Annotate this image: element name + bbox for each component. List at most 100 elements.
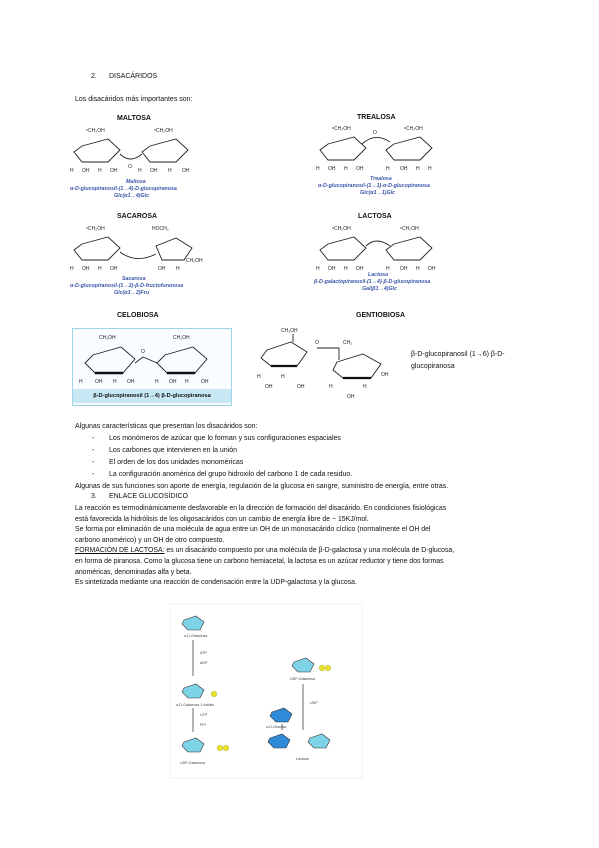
gentiobiosa-caption-b: glucopiranosa bbox=[411, 363, 455, 370]
section-3-title: ENLACE GLUCOSÍDICO bbox=[109, 493, 188, 500]
svg-text:H: H bbox=[155, 379, 159, 385]
svg-text:PPi: PPi bbox=[200, 723, 206, 727]
svg-text:UDP-Galactosa: UDP-Galactosa bbox=[290, 677, 315, 681]
svg-text:OH: OH bbox=[356, 166, 364, 172]
celobiosa-title: CELOBIOSA bbox=[117, 312, 159, 319]
gentiobiosa-caption-a: β-D-glucopiranosil (1→6) β-D- bbox=[411, 351, 505, 358]
svg-text:H: H bbox=[281, 374, 285, 380]
gentiobiosa-title: GENTIOBIOSA bbox=[356, 312, 406, 319]
svg-text:H: H bbox=[386, 166, 390, 172]
svg-text:OH: OH bbox=[400, 166, 408, 172]
enlace-p1b: está favorecida la hidrólisis de los oli… bbox=[75, 515, 369, 523]
section-3-number: 3. bbox=[91, 493, 97, 500]
svg-text:H: H bbox=[416, 166, 420, 172]
section-2-number: 2. bbox=[91, 73, 97, 80]
lactosa-structure: ⁶CH₂OH ⁶CH₂OH H OH H OH H OH H OH Lactosa β-D-… bbox=[313, 226, 436, 292]
svg-text:α-D-Galactosa: α-D-Galactosa bbox=[184, 634, 207, 638]
svg-text:H: H bbox=[98, 266, 102, 272]
svg-text:H: H bbox=[329, 384, 333, 390]
features-heading: Algunas características que presentan lo… bbox=[75, 423, 258, 430]
maltosa-title: MALTOSA bbox=[117, 115, 151, 122]
maltosa-name: Maltosa bbox=[126, 179, 146, 185]
svg-text:OH: OH bbox=[400, 266, 408, 272]
svg-text:OH: OH bbox=[110, 266, 118, 272]
svg-text:H: H bbox=[257, 374, 261, 380]
sacarosa-name: Sacarosa bbox=[122, 276, 146, 282]
lactose-pathway-figure: α-D-Galactosa α-D-Galactosa 1-fosfato UD… bbox=[169, 603, 363, 779]
svg-text:CH₂OH: CH₂OH bbox=[99, 335, 116, 341]
svg-text:⁶CH₂OH: ⁶CH₂OH bbox=[86, 128, 105, 134]
sacarosa-title: SACAROSA bbox=[117, 213, 158, 220]
svg-text:H: H bbox=[185, 379, 189, 385]
svg-text:OH: OH bbox=[428, 266, 436, 272]
trealosa-line1: α-D-glucopiranosil-(1→1)-α-D-glucopirano… bbox=[318, 183, 430, 189]
svg-text:H: H bbox=[98, 168, 102, 174]
svg-text:H: H bbox=[416, 266, 420, 272]
svg-text:H: H bbox=[316, 166, 320, 172]
svg-text:OH: OH bbox=[347, 394, 355, 400]
svg-text:OH: OH bbox=[201, 379, 209, 385]
enlace-p3b: en forma de piranosa. Como la glucosa ti… bbox=[75, 557, 444, 565]
enlace-paragraphs: La reacción es termodinámicamente desfav… bbox=[75, 504, 530, 589]
functions-text: Algunas de sus funciones son aporte de e… bbox=[75, 483, 449, 490]
svg-text:H: H bbox=[428, 166, 432, 172]
svg-text:OH: OH bbox=[328, 166, 336, 172]
lactosa-formation-heading: FORMACIÓN DE LACTOSA: bbox=[75, 547, 165, 555]
svg-text:O: O bbox=[373, 130, 377, 136]
svg-text:OH: OH bbox=[110, 168, 118, 174]
svg-text:OH: OH bbox=[328, 266, 336, 272]
svg-text:H: H bbox=[176, 266, 180, 272]
svg-text:OH: OH bbox=[381, 372, 389, 378]
trealosa-line2: Glc(α1→1)Glc bbox=[360, 190, 395, 196]
section-2-title: DISACÁRIDOS bbox=[109, 73, 158, 80]
svg-text:H: H bbox=[363, 384, 367, 390]
svg-text:H: H bbox=[344, 266, 348, 272]
svg-text:⁶CH₂OH: ⁶CH₂OH bbox=[332, 126, 351, 132]
svg-text:H: H bbox=[70, 168, 74, 174]
svg-text:H: H bbox=[70, 266, 74, 272]
svg-text:UTP: UTP bbox=[200, 713, 208, 717]
svg-text:OH: OH bbox=[150, 168, 158, 174]
enlace-p3c: anoméricas, denominadas alfa y beta. bbox=[75, 568, 192, 576]
svg-text:OH: OH bbox=[265, 384, 273, 390]
svg-text:UDP: UDP bbox=[310, 701, 318, 705]
maltosa-line1: α-D-glucopiranosil-(1→4)-D-glucopiranosa bbox=[70, 186, 177, 192]
svg-text:⁶CH₂OH: ⁶CH₂OH bbox=[332, 226, 351, 232]
svg-text:⁶CH₂OH: ⁶CH₂OH bbox=[404, 126, 423, 132]
svg-text:UDP-Galactosa: UDP-Galactosa bbox=[180, 761, 205, 765]
enlace-p2b: carbono anomérico) y un OH de otro compu… bbox=[75, 536, 225, 544]
lactosa-line2: Gal(β1→4)Glc bbox=[362, 286, 397, 292]
sacarosa-line2: Glc(α1→2)Fru bbox=[114, 290, 150, 296]
enlace-p2a: Se forma por eliminación de una molécula… bbox=[75, 526, 431, 534]
svg-text:OH: OH bbox=[127, 379, 135, 385]
svg-text:α-D-Galactosa 1-fosfato: α-D-Galactosa 1-fosfato bbox=[176, 703, 214, 707]
svg-text:CH₂: CH₂ bbox=[343, 340, 352, 346]
svg-text:H: H bbox=[386, 266, 390, 272]
lactosa-line1: β-D-galactopiranosil-(1→4)-β-D-glucopira… bbox=[313, 279, 430, 285]
lactosa-title: LACTOSA bbox=[358, 213, 392, 220]
svg-text:H: H bbox=[138, 168, 142, 174]
svg-text:CH₂OH: CH₂OH bbox=[186, 258, 203, 264]
svg-text:⁶CH₂OH: ⁶CH₂OH bbox=[400, 226, 419, 232]
svg-text:Lactosa: Lactosa bbox=[296, 757, 309, 761]
svg-text:OH: OH bbox=[158, 266, 166, 272]
svg-text:OH: OH bbox=[95, 379, 103, 385]
svg-text:O: O bbox=[141, 349, 145, 355]
svg-text:CH₂OH: CH₂OH bbox=[173, 335, 190, 341]
features-list: Los monómeros de azúcar que lo forman y … bbox=[75, 433, 352, 481]
svg-text:OH: OH bbox=[356, 266, 364, 272]
svg-text:⁶CH₂OH: ⁶CH₂OH bbox=[154, 128, 173, 134]
list-item: Los monómeros de azúcar que lo forman y … bbox=[75, 433, 352, 445]
svg-text:H: H bbox=[168, 168, 172, 174]
svg-text:OH: OH bbox=[82, 266, 90, 272]
svg-text:OH: OH bbox=[169, 379, 177, 385]
svg-text:⁶CH₂OH: ⁶CH₂OH bbox=[86, 226, 105, 232]
svg-text:O: O bbox=[315, 340, 319, 346]
lactosa-name: Lactosa bbox=[368, 272, 388, 278]
svg-text:H: H bbox=[316, 266, 320, 272]
